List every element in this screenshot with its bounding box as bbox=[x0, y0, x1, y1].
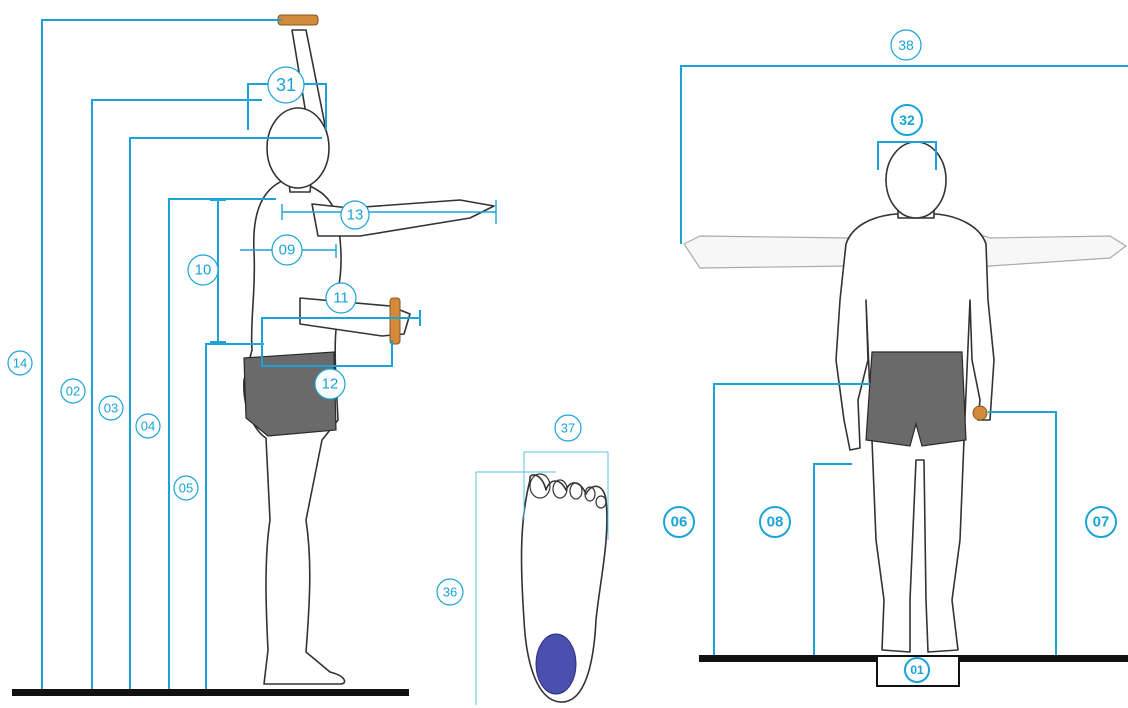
svg-text:05: 05 bbox=[179, 481, 193, 496]
badge-38: 38 bbox=[891, 30, 921, 60]
svg-text:11: 11 bbox=[333, 290, 349, 307]
svg-text:32: 32 bbox=[899, 112, 915, 128]
badge-14: 14 bbox=[8, 351, 32, 375]
svg-text:38: 38 bbox=[898, 37, 914, 53]
svg-text:02: 02 bbox=[66, 384, 80, 399]
measure-line-14 bbox=[42, 20, 282, 689]
badge-06: 06 bbox=[664, 507, 694, 537]
badge-10: 10 bbox=[188, 255, 218, 285]
heel-pad bbox=[536, 634, 576, 694]
svg-text:08: 08 bbox=[767, 514, 784, 531]
svg-text:14: 14 bbox=[13, 356, 27, 371]
forward-hand-grip bbox=[390, 298, 400, 344]
svg-text:03: 03 bbox=[104, 401, 118, 416]
svg-text:37: 37 bbox=[561, 421, 575, 436]
side-forward-arm bbox=[312, 200, 494, 236]
front-view-panel: 38 32 06 08 07 01 bbox=[664, 30, 1128, 686]
badge-13: 13 bbox=[341, 201, 369, 229]
badge-11: 11 bbox=[326, 283, 356, 313]
front-body-outline bbox=[836, 214, 994, 652]
svg-text:01: 01 bbox=[910, 663, 924, 677]
raised-hand-grip bbox=[278, 15, 318, 25]
badge-01: 01 bbox=[905, 658, 929, 682]
badge-07: 07 bbox=[1086, 507, 1116, 537]
badge-09: 09 bbox=[272, 235, 302, 265]
svg-text:13: 13 bbox=[347, 207, 364, 224]
badge-36: 36 bbox=[437, 579, 463, 605]
badge-03: 03 bbox=[99, 396, 123, 420]
svg-text:04: 04 bbox=[141, 419, 155, 434]
badge-04: 04 bbox=[136, 414, 160, 438]
front-hand-grip bbox=[973, 406, 987, 420]
side-ground-line bbox=[12, 689, 409, 696]
svg-text:06: 06 bbox=[671, 514, 688, 531]
svg-text:07: 07 bbox=[1093, 514, 1110, 531]
badge-12: 12 bbox=[315, 369, 345, 399]
side-head bbox=[267, 108, 329, 188]
badge-08: 08 bbox=[760, 507, 790, 537]
svg-text:09: 09 bbox=[279, 242, 296, 259]
measure-line-07 bbox=[988, 412, 1056, 655]
side-view-panel: 14 02 03 04 05 31 13 09 10 11 12 bbox=[8, 15, 496, 696]
badge-32: 32 bbox=[892, 105, 922, 135]
foot-view-panel: 37 36 bbox=[437, 415, 608, 705]
badge-37: 37 bbox=[555, 415, 581, 441]
svg-text:31: 31 bbox=[276, 75, 296, 95]
measure-line-08 bbox=[814, 464, 852, 655]
svg-text:12: 12 bbox=[322, 376, 339, 393]
badge-02: 02 bbox=[61, 379, 85, 403]
badge-31: 31 bbox=[268, 67, 304, 103]
front-view-figure bbox=[684, 142, 1126, 652]
svg-text:36: 36 bbox=[443, 585, 457, 600]
badge-05: 05 bbox=[174, 476, 198, 500]
svg-text:10: 10 bbox=[195, 262, 212, 279]
measure-line-02 bbox=[92, 100, 262, 689]
